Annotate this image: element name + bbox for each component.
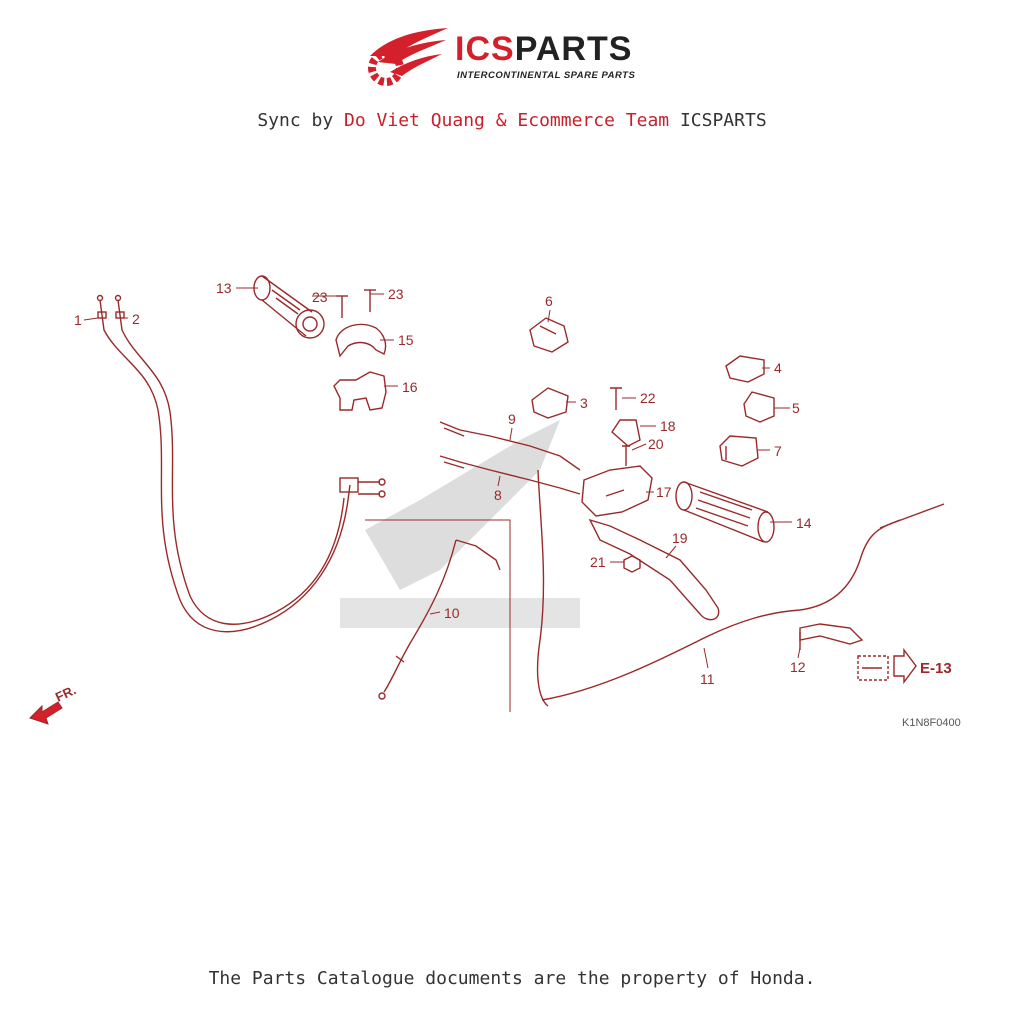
icsparts-logo-icon	[368, 28, 448, 86]
lever-bracket-17	[581, 465, 653, 517]
bracket-18	[611, 419, 641, 447]
brand-tagline: INTERCONTINENTAL SPARE PARTS	[457, 70, 636, 81]
diagram-code: K1N8F0400	[902, 717, 961, 729]
switch-7	[719, 435, 759, 467]
callout-4: 4	[774, 360, 782, 376]
callout-numbers: 1 2 3 4 5 6 7 8 9 10 11 12 13 14 15 16 1…	[74, 280, 812, 687]
clutch-cable-11	[541, 503, 945, 701]
callout-14: 14	[796, 515, 812, 531]
cable-10	[378, 539, 501, 700]
callout-19: 19	[672, 530, 688, 546]
ref-arrow-icon	[893, 647, 917, 685]
callout-6: 6	[545, 293, 553, 309]
left-grip-14	[675, 481, 775, 543]
callout-22: 22	[640, 390, 656, 406]
callout-13: 13	[216, 280, 232, 296]
honda-watermark	[340, 420, 580, 628]
callout-11: 11	[700, 671, 715, 687]
brand-name-suffix: PARTS	[514, 30, 633, 68]
callout-17: 17	[656, 484, 672, 500]
brand-name: ICSPARTS	[455, 30, 632, 69]
brand-name-prefix: ICS	[455, 30, 515, 68]
screw-20	[622, 445, 630, 466]
ref-label: E-13	[920, 660, 952, 677]
callout-16: 16	[402, 379, 418, 395]
switch-3	[531, 387, 569, 419]
switch-housing-upper	[335, 323, 387, 358]
callout-5: 5	[792, 400, 800, 416]
callout-8: 8	[494, 487, 502, 503]
callout-23b: 23	[388, 286, 404, 302]
sync-credit-line: Sync by Do Viet Quang & Ecommerce Team I…	[0, 110, 1024, 131]
callout-15: 15	[398, 332, 414, 348]
callout-12: 12	[790, 659, 806, 675]
clutch-lever-19	[588, 518, 720, 621]
bolt-22	[610, 387, 622, 410]
switch-wires	[439, 421, 581, 707]
sync-highlight: Do Viet Quang & Ecommerce Team	[344, 110, 670, 131]
sync-suffix: ICSPARTS	[669, 110, 767, 131]
bracket-frame-line	[365, 519, 511, 712]
switch-housing-lower	[333, 371, 387, 411]
front-arrow-icon	[29, 701, 63, 725]
sync-prefix: Sync by	[257, 110, 345, 131]
front-direction-indicator: FR.	[29, 682, 78, 725]
bracket-12	[799, 623, 889, 681]
callout-9: 9	[508, 411, 516, 427]
front-label: FR.	[53, 682, 78, 704]
nut-21	[623, 555, 641, 573]
callout-10: 10	[444, 605, 460, 621]
callout-21: 21	[590, 554, 606, 570]
callout-7: 7	[774, 443, 782, 459]
switch-6	[529, 317, 569, 353]
throttle-grip	[253, 275, 325, 339]
switch-5	[743, 391, 775, 423]
callout-1: 1	[74, 312, 82, 328]
callout-18: 18	[660, 418, 676, 434]
callout-20: 20	[648, 436, 664, 452]
throttle-cables	[96, 294, 386, 633]
copyright-footer: The Parts Catalogue documents are the pr…	[208, 968, 816, 989]
switch-4	[725, 355, 765, 383]
callout-2: 2	[132, 311, 140, 327]
callout-3: 3	[580, 395, 588, 411]
callout-23a: 23	[312, 289, 328, 305]
